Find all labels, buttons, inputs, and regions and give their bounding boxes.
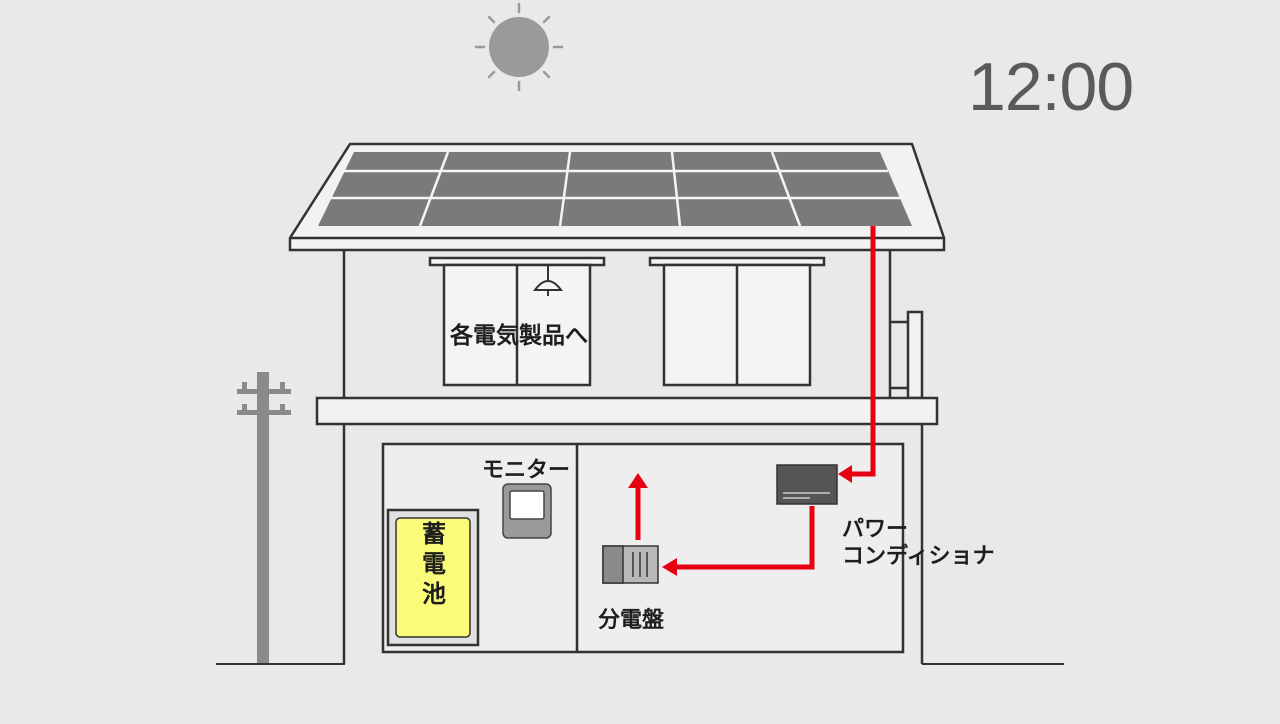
- floor-band: [315, 396, 939, 426]
- storage-battery: [386, 508, 480, 647]
- arrowhead-breaker: [662, 558, 677, 576]
- utility-pole-icon: [237, 372, 291, 664]
- arrowhead-pcs: [838, 465, 852, 483]
- monitor-device: [502, 483, 552, 539]
- flow-pcs-to-breaker: [676, 506, 815, 570]
- power-flow-arrows: [635, 226, 876, 570]
- breaker-panel: [602, 545, 659, 584]
- battery-label: 蓄 電 池: [422, 520, 446, 608]
- power-conditioner: [776, 464, 838, 505]
- sun-icon: [474, 2, 564, 92]
- clock-time: 12:00: [968, 49, 1134, 125]
- power-conditioner-label-line2: コンディショナ: [842, 544, 995, 569]
- ceiling-lamp-icon: [533, 265, 563, 296]
- solar-panel: [318, 151, 912, 227]
- breaker-panel-label: 分電盤: [598, 608, 665, 633]
- appliances-label: 各電気製品へ: [450, 323, 588, 349]
- window-right: [648, 256, 826, 387]
- flow-panel-to-pcs: [850, 226, 876, 477]
- arrowhead-up: [628, 473, 648, 488]
- window-left: [428, 256, 606, 387]
- power-conditioner-label-line1: パワー: [842, 517, 909, 542]
- power-conditioner-label: パワー コンディショナ: [842, 516, 994, 570]
- balcony-post: [906, 310, 924, 400]
- monitor-label: モニター: [482, 458, 571, 483]
